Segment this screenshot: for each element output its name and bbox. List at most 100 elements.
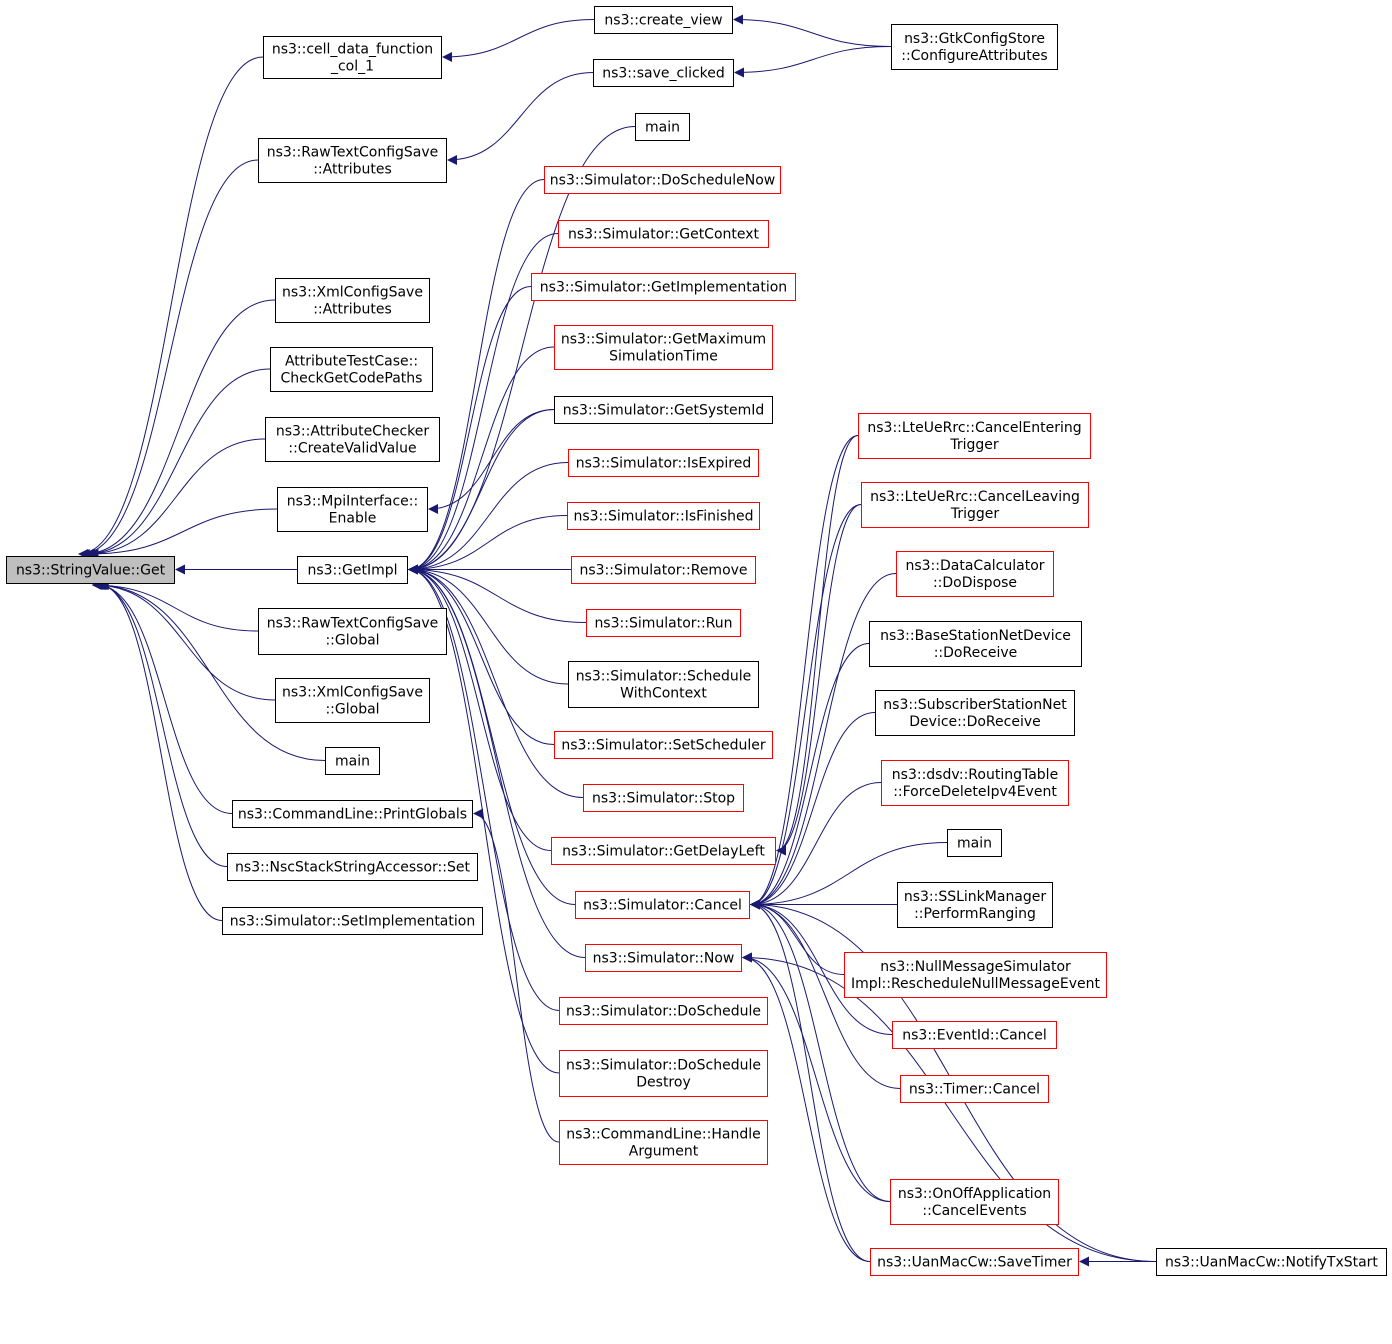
node-cell-data-function[interactable]: ns3::cell_data_function_col_1 bbox=[263, 36, 442, 79]
node-label: ns3::UanMacCw::SaveTimer bbox=[877, 1255, 1072, 1271]
call-edge-xml-attributes-to-string-value-get bbox=[83, 299, 276, 559]
node-box bbox=[568, 449, 759, 477]
node-box bbox=[559, 1120, 768, 1165]
node-xml-global[interactable]: ns3::XmlConfigSave::Global bbox=[275, 678, 430, 723]
node-label: ns3::Simulator::Schedule bbox=[576, 669, 752, 685]
node-xml-attributes[interactable]: ns3::XmlConfigSave::Attributes bbox=[275, 278, 430, 323]
node-main-right[interactable]: main bbox=[947, 829, 1002, 857]
node-dsdv-force-delete[interactable]: ns3::dsdv::RoutingTable::ForceDeleteIpv4… bbox=[881, 760, 1069, 806]
call-edge-event-id-cancel-to-sim-cancel bbox=[750, 899, 893, 1035]
node-label: CheckGetCodePaths bbox=[281, 371, 423, 387]
node-label: ::CreateValidValue bbox=[288, 441, 416, 457]
call-edge-gtk-configure-to-create-view bbox=[733, 14, 892, 47]
call-edge-attr-checker-to-string-value-get bbox=[86, 438, 266, 559]
node-box bbox=[858, 413, 1091, 459]
node-box bbox=[554, 396, 773, 424]
node-label: ns3::dsdv::RoutingTable bbox=[892, 767, 1058, 783]
node-box bbox=[531, 273, 796, 301]
node-sim-cancel[interactable]: ns3::Simulator::Cancel bbox=[575, 891, 750, 919]
node-is-expired[interactable]: ns3::Simulator::IsExpired bbox=[568, 449, 759, 477]
call-edge-main-right-to-sim-cancel bbox=[750, 842, 948, 910]
node-box bbox=[583, 784, 744, 812]
node-label: ns3::Simulator::Remove bbox=[579, 563, 747, 579]
node-label: SimulationTime bbox=[609, 349, 718, 365]
node-sim-set-impl[interactable]: ns3::Simulator::SetImplementation bbox=[222, 907, 483, 935]
node-bs-receive[interactable]: ns3::BaseStationNetDevice::DoReceive bbox=[869, 621, 1082, 667]
node-stop[interactable]: ns3::Simulator::Stop bbox=[583, 784, 744, 812]
call-edge-handle-argument-to-print-globals bbox=[473, 808, 560, 1143]
call-edge-get-context-to-get-impl bbox=[408, 233, 559, 575]
node-get-system-id[interactable]: ns3::Simulator::GetSystemId bbox=[554, 396, 773, 424]
node-create-view[interactable]: ns3::create_view bbox=[594, 6, 733, 34]
call-edge-get-max-time-to-get-impl bbox=[408, 346, 555, 575]
node-raw-text-attributes[interactable]: ns3::RawTextConfigSave::Attributes bbox=[258, 138, 447, 183]
node-string-value-get[interactable]: ns3::StringValue::Get bbox=[6, 556, 175, 584]
node-main-left[interactable]: main bbox=[325, 747, 380, 775]
node-box bbox=[900, 1075, 1049, 1103]
node-timer-cancel[interactable]: ns3::Timer::Cancel bbox=[900, 1075, 1049, 1103]
node-do-schedule[interactable]: ns3::Simulator::DoSchedule bbox=[559, 997, 768, 1025]
node-label: ns3::CommandLine::PrintGlobals bbox=[238, 807, 467, 823]
node-get-implementation[interactable]: ns3::Simulator::GetImplementation bbox=[531, 273, 796, 301]
node-nsc-set[interactable]: ns3::NscStackStringAccessor::Set bbox=[227, 853, 478, 881]
call-edge-main-mid-to-get-impl bbox=[408, 126, 636, 575]
node-data-calc-dispose[interactable]: ns3::DataCalculator::DoDispose bbox=[896, 551, 1054, 597]
node-label: ns3::save_clicked bbox=[602, 66, 725, 82]
node-get-context[interactable]: ns3::Simulator::GetContext bbox=[558, 220, 769, 248]
node-mpi-enable[interactable]: ns3::MpiInterface::Enable bbox=[277, 487, 428, 532]
node-box bbox=[270, 347, 433, 392]
node-attr-test-case[interactable]: AttributeTestCase::CheckGetCodePaths bbox=[270, 347, 433, 392]
call-edge-print-globals-to-string-value-get bbox=[96, 580, 233, 814]
node-label: Trigger bbox=[950, 506, 1000, 522]
node-label: ns3::BaseStationNetDevice bbox=[880, 628, 1071, 644]
node-run[interactable]: ns3::Simulator::Run bbox=[586, 609, 741, 637]
node-sim-now[interactable]: ns3::Simulator::Now bbox=[585, 944, 742, 972]
node-label: ns3::RawTextConfigSave bbox=[267, 616, 439, 632]
node-remove[interactable]: ns3::Simulator::Remove bbox=[571, 556, 756, 584]
node-box bbox=[571, 556, 756, 584]
node-set-scheduler[interactable]: ns3::Simulator::SetScheduler bbox=[554, 731, 773, 759]
node-print-globals[interactable]: ns3::CommandLine::PrintGlobals bbox=[232, 800, 473, 828]
node-box bbox=[6, 556, 175, 584]
node-box bbox=[297, 556, 408, 584]
node-label: _col_1 bbox=[330, 59, 374, 75]
node-main-mid[interactable]: main bbox=[635, 113, 690, 141]
node-label: Argument bbox=[629, 1144, 699, 1160]
node-attr-checker[interactable]: ns3::AttributeChecker::CreateValidValue bbox=[265, 417, 440, 462]
node-event-id-cancel[interactable]: ns3::EventId::Cancel bbox=[892, 1021, 1057, 1049]
node-label: ns3::Simulator::Now bbox=[593, 951, 735, 967]
node-label: ns3::Simulator::DoScheduleNow bbox=[550, 173, 775, 189]
node-box bbox=[897, 882, 1053, 928]
node-null-msg-reschedule[interactable]: ns3::NullMessageSimulatorImpl::Reschedul… bbox=[844, 952, 1107, 998]
node-is-finished[interactable]: ns3::Simulator::IsFinished bbox=[567, 502, 760, 530]
node-get-impl[interactable]: ns3::GetImpl bbox=[297, 556, 408, 584]
node-ss-perform-ranging[interactable]: ns3::SSLinkManager::PerformRanging bbox=[897, 882, 1053, 928]
call-edge-bs-receive-to-sim-cancel bbox=[750, 643, 870, 910]
call-edge-stop-to-get-impl bbox=[408, 564, 584, 798]
call-edge-dsdv-force-delete-to-sim-cancel bbox=[750, 782, 882, 910]
node-box bbox=[559, 997, 768, 1025]
node-box bbox=[870, 1248, 1079, 1276]
node-box bbox=[635, 113, 690, 141]
node-ss-receive[interactable]: ns3::SubscriberStationNetDevice::DoRecei… bbox=[875, 690, 1075, 736]
node-label: ns3::Simulator::SetScheduler bbox=[561, 738, 766, 754]
node-get-delay-left[interactable]: ns3::Simulator::GetDelayLeft bbox=[551, 837, 776, 865]
node-uan-save-timer[interactable]: ns3::UanMacCw::SaveTimer bbox=[870, 1248, 1079, 1276]
node-raw-text-global[interactable]: ns3::RawTextConfigSave::Global bbox=[258, 608, 447, 655]
node-onoff-cancel-events[interactable]: ns3::OnOffApplication::CancelEvents bbox=[890, 1179, 1059, 1225]
node-do-schedule-now[interactable]: ns3::Simulator::DoScheduleNow bbox=[544, 166, 781, 194]
node-save-clicked[interactable]: ns3::save_clicked bbox=[593, 59, 734, 87]
call-edge-cell-data-function-to-string-value-get bbox=[78, 56, 264, 559]
node-box bbox=[881, 760, 1069, 806]
node-label: ns3::GetImpl bbox=[307, 563, 397, 579]
node-box bbox=[558, 220, 769, 248]
call-edge-lte-cancel-leaving-to-sim-cancel bbox=[750, 504, 862, 910]
node-uan-notify-tx[interactable]: ns3::UanMacCw::NotifyTxStart bbox=[1156, 1248, 1387, 1276]
node-gtk-configure[interactable]: ns3::GtkConfigStore::ConfigureAttributes bbox=[891, 24, 1058, 70]
